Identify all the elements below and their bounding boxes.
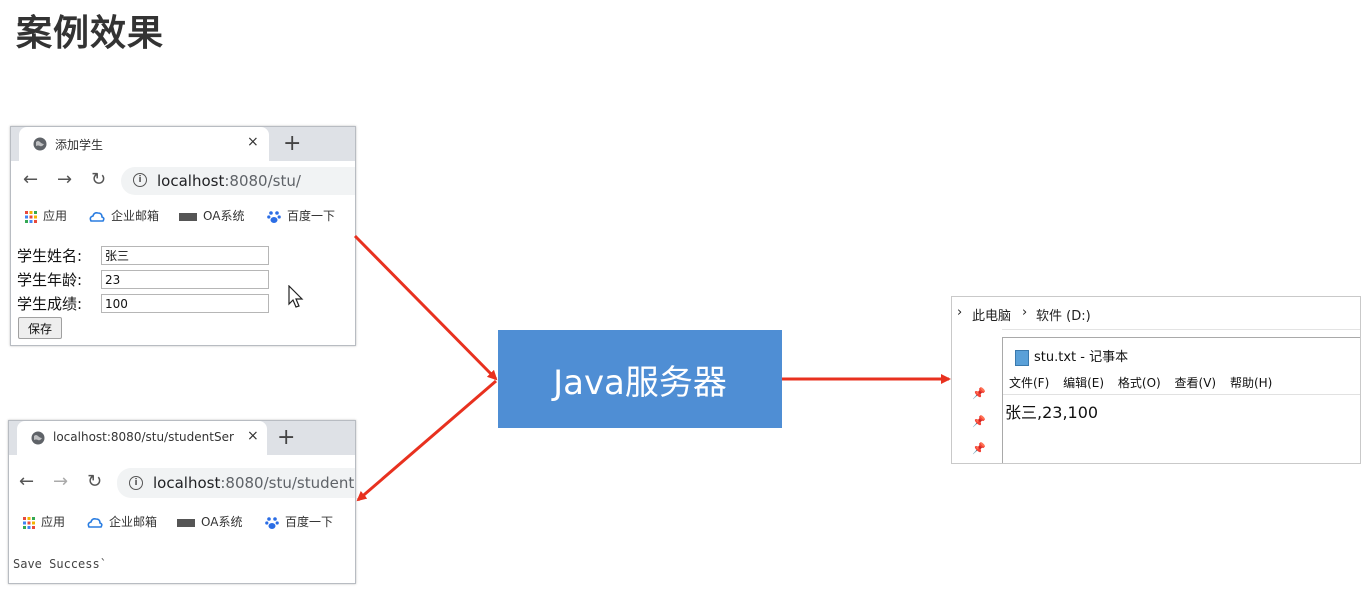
tab-student-servlet[interactable]: localhost:8080/stu/studentSer × (17, 421, 267, 455)
bookmark-baidu[interactable]: 百度一下 (267, 207, 335, 224)
quick-access-pins: 📌 📌 📌 (952, 329, 1002, 463)
score-field[interactable]: 100 (101, 294, 269, 313)
menu-file[interactable]: 文件(F) (1009, 376, 1050, 390)
score-label: 学生成绩: (17, 295, 83, 313)
name-label: 学生姓名: (17, 247, 83, 265)
url-text: localhost:8080/stu/ (157, 172, 301, 190)
save-result-text: Save Success` (13, 557, 107, 571)
new-tab-button[interactable]: + (283, 131, 302, 156)
bookmark-mail[interactable]: 企业邮箱 (89, 207, 159, 224)
forward-icon[interactable]: → (57, 169, 73, 190)
notepad-title: stu.txt - 记事本 (1015, 346, 1128, 366)
oa-logo-icon (179, 212, 197, 221)
baidu-paw-icon (265, 516, 279, 529)
tab-add-student[interactable]: 添加学生 × (19, 127, 269, 161)
back-icon[interactable]: ← (23, 169, 39, 190)
notepad-menu-bar: 文件(F) 编辑(E) 格式(O) 查看(V) 帮助(H) (1009, 374, 1282, 391)
bookmark-baidu[interactable]: 百度一下 (265, 513, 333, 530)
address-bar[interactable]: i localhost:8080/stu/ (121, 167, 355, 195)
age-label: 学生年龄: (17, 271, 83, 289)
pin-icon[interactable]: 📌 (972, 415, 986, 428)
browser-add-student: 添加学生 × + ← → ↻ i localhost:8080/stu/ 应用 … (10, 126, 356, 346)
notepad-icon (1015, 349, 1029, 366)
globe-icon (33, 137, 47, 151)
forward-icon[interactable]: → (53, 471, 69, 492)
cloud-mail-icon (89, 211, 105, 222)
java-server-box: Java服务器 (498, 330, 782, 428)
chevron-right-icon: › (1022, 305, 1028, 320)
bookmark-mail[interactable]: 企业邮箱 (87, 513, 157, 530)
bookmark-apps[interactable]: 应用 (25, 207, 67, 224)
info-icon[interactable]: i (133, 173, 147, 187)
save-button[interactable]: 保存 (18, 317, 62, 339)
back-icon[interactable]: ← (19, 471, 35, 492)
menu-view[interactable]: 查看(V) (1174, 376, 1217, 390)
page-title: 案例效果 (16, 13, 165, 54)
bookmark-oa[interactable]: OA系统 (177, 513, 242, 530)
tab-title: localhost:8080/stu/studentSer (53, 430, 234, 444)
breadcrumb-drive-d[interactable]: 软件 (D:) (1036, 309, 1091, 324)
file-explorer-window: › 此电脑 › 软件 (D:) 📌 📌 📌 stu.txt - 记事本 文件(F… (951, 296, 1361, 464)
tab-strip: localhost:8080/stu/studentSer × + (9, 421, 355, 455)
menu-help[interactable]: 帮助(H) (1229, 376, 1273, 390)
reload-icon[interactable]: ↻ (91, 169, 107, 190)
nav-bar: ← → ↻ i localhost:8080/stu/ (11, 161, 355, 199)
menu-format[interactable]: 格式(O) (1117, 376, 1161, 390)
globe-icon (31, 431, 45, 445)
nav-bar: ← → ↻ i localhost:8080/stu/studentSe (9, 455, 355, 498)
pin-icon[interactable]: 📌 (972, 387, 986, 400)
page-content: 学生姓名: 张三 学生年龄: 23 学生成绩: 100 保存 (11, 231, 355, 345)
browser-result: localhost:8080/stu/studentSer × + ← → ↻ … (8, 420, 356, 584)
reload-icon[interactable]: ↻ (87, 471, 103, 492)
close-icon[interactable]: × (247, 134, 259, 150)
info-icon[interactable]: i (129, 476, 143, 490)
arrow-browser-to-server (353, 234, 498, 381)
notepad-editor[interactable]: 张三,23,100 (1003, 394, 1360, 463)
bookmark-oa[interactable]: OA系统 (179, 207, 244, 224)
bookmarks-bar: 应用 企业邮箱 OA系统 百度一下 (9, 505, 355, 535)
new-tab-button[interactable]: + (277, 425, 296, 450)
menu-edit[interactable]: 编辑(E) (1063, 376, 1105, 390)
url-text: localhost:8080/stu/studentSe (153, 474, 355, 492)
breadcrumb: › 此电脑 › 软件 (D:) (952, 297, 1360, 330)
page-content: Save Success` (9, 525, 355, 583)
close-icon[interactable]: × (247, 428, 259, 444)
apps-grid-icon (23, 516, 35, 529)
oa-logo-icon (177, 518, 195, 527)
chevron-right-icon: › (957, 305, 963, 320)
baidu-paw-icon (267, 210, 281, 223)
pin-icon[interactable]: 📌 (972, 442, 986, 455)
tab-title: 添加学生 (55, 138, 104, 152)
notepad-content: 张三,23,100 (1005, 403, 1099, 422)
age-field[interactable]: 23 (101, 270, 269, 289)
tab-strip: 添加学生 × + (11, 127, 355, 161)
bookmarks-bar: 应用 企业邮箱 OA系统 百度一下 (11, 199, 355, 229)
breadcrumb-this-pc[interactable]: 此电脑 (972, 309, 1012, 324)
mouse-cursor-icon (288, 285, 304, 308)
notepad-window: stu.txt - 记事本 文件(F) 编辑(E) 格式(O) 查看(V) 帮助… (1002, 337, 1360, 463)
address-bar[interactable]: i localhost:8080/stu/studentSe (117, 468, 355, 498)
name-field[interactable]: 张三 (101, 246, 269, 265)
cloud-mail-icon (87, 517, 103, 528)
bookmark-apps[interactable]: 应用 (23, 513, 65, 530)
apps-grid-icon (25, 210, 37, 223)
arrow-server-to-browser (356, 379, 497, 502)
